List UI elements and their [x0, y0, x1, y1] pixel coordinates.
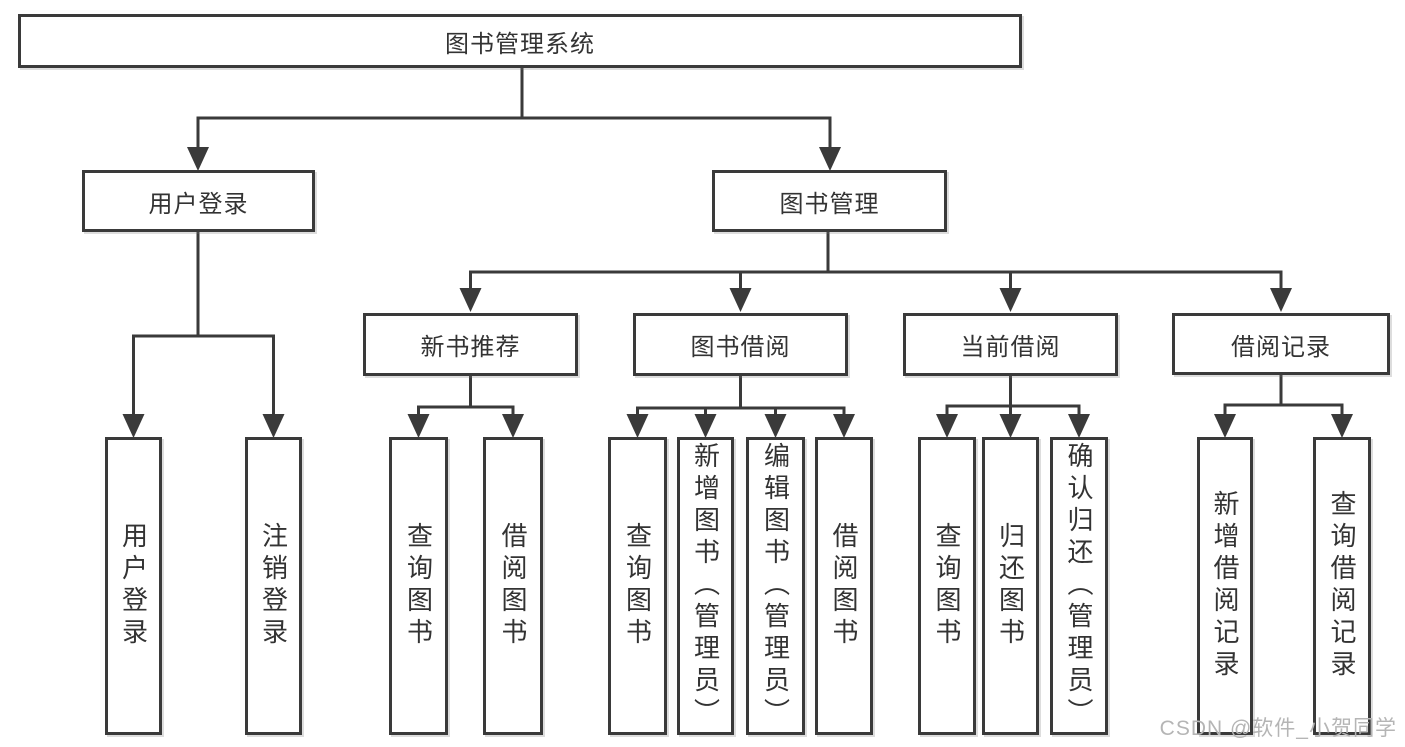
- node-borrow-records: 借阅记录: [1172, 313, 1390, 375]
- leaf-current-return-label: 归还图书: [995, 522, 1026, 650]
- connector-current-borrow-to-leaves: [936, 374, 1090, 438]
- node-new-books: 新书推荐: [363, 313, 578, 376]
- leaf-borrow-edit-book: 编辑图书（管理员）: [746, 437, 805, 735]
- leaf-current-return: 归还图书: [982, 437, 1039, 735]
- leaf-borrow-borrow-book-label: 借阅图书: [829, 522, 859, 650]
- leaf-newbooks-query-label: 查询图书: [403, 522, 434, 650]
- leaf-logout: 注销登录: [245, 437, 302, 735]
- node-book-mgmt-label: 图书管理: [779, 190, 880, 218]
- leaf-newbooks-borrow-label: 借阅图书: [498, 522, 528, 650]
- node-current-borrow: 当前借阅: [903, 313, 1118, 376]
- leaf-current-confirm-return-label: 确认归还（管理员）: [1064, 442, 1094, 730]
- node-new-books-label: 新书推荐: [420, 334, 521, 361]
- leaf-current-query-label: 查询图书: [932, 522, 962, 650]
- leaf-borrow-edit-book-label: 编辑图书（管理员）: [760, 442, 791, 730]
- leaf-newbooks-query: 查询图书: [389, 437, 448, 735]
- node-borrow-records-label: 借阅记录: [1231, 333, 1331, 361]
- csdn-watermark: CSDN @软件_小贺同学: [1159, 717, 1397, 740]
- leaf-borrow-borrow-book: 借阅图书: [815, 437, 873, 735]
- node-root: 图书管理系统: [18, 14, 1022, 68]
- leaf-current-confirm-return: 确认归还（管理员）: [1050, 437, 1108, 735]
- leaf-user-login: 用户登录: [105, 437, 162, 735]
- leaf-current-query: 查询图书: [918, 437, 976, 735]
- connector-book-borrow-to-leaves: [626, 374, 855, 438]
- node-root-label: 图书管理系统: [445, 30, 595, 58]
- leaf-newbooks-borrow: 借阅图书: [483, 437, 543, 735]
- connector-borrow-records-to-leaves: [1214, 374, 1353, 438]
- connector-new-books-to-leaves: [407, 374, 524, 438]
- connector-root-to-level2: [187, 66, 841, 171]
- leaf-records-add: 新增借阅记录: [1197, 437, 1253, 735]
- leaf-user-login-label: 用户登录: [118, 522, 149, 650]
- connector-book-mgmt-to-level3: [459, 230, 1292, 312]
- node-user-login: 用户登录: [82, 170, 315, 232]
- node-book-mgmt: 图书管理: [712, 170, 947, 232]
- leaf-borrow-add-book-label: 新增图书（管理员）: [690, 442, 721, 730]
- leaf-logout-label: 注销登录: [258, 522, 289, 650]
- leaf-records-query-label: 查询借阅记录: [1327, 490, 1357, 682]
- node-book-borrow: 图书借阅: [633, 313, 848, 376]
- node-book-borrow-label: 图书借阅: [690, 334, 791, 361]
- leaf-borrow-add-book: 新增图书（管理员）: [677, 437, 734, 735]
- leaf-borrow-query-label: 查询图书: [622, 522, 653, 650]
- node-current-borrow-label: 当前借阅: [960, 334, 1061, 361]
- leaf-borrow-query: 查询图书: [608, 437, 667, 735]
- node-user-login-label: 用户登录: [148, 190, 249, 218]
- leaf-records-add-label: 新增借阅记录: [1210, 490, 1240, 682]
- connector-user-login-to-leaves: [122, 230, 285, 438]
- leaf-records-query: 查询借阅记录: [1313, 437, 1371, 735]
